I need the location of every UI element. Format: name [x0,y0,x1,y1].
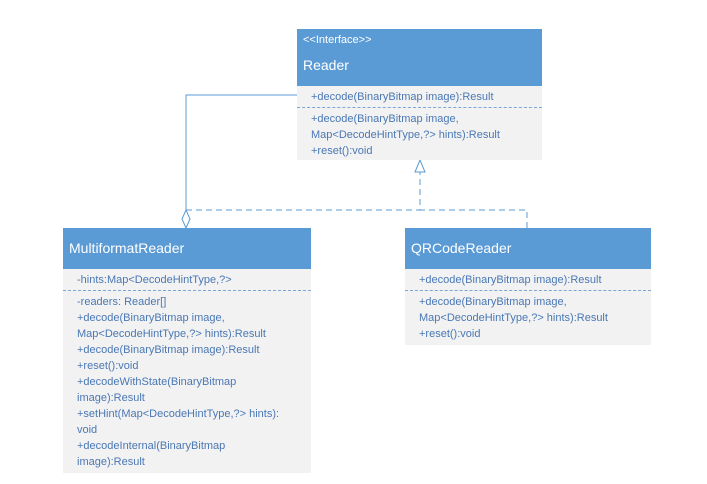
reader-attributes: +decode(BinaryBitmap image):Result [297,86,542,105]
qrcode-operations: +decode(BinaryBitmap image, Map<DecodeHi… [405,294,651,342]
reader-divider [297,107,542,108]
multiformat-op: void [77,424,98,436]
qrcode-name: QRCodeReader [411,240,512,256]
realization-line [419,172,528,228]
qrcode-op: Map<DecodeHintType,?> hints):Result [419,312,608,324]
multiformat-attributes: -hints:Map<DecodeHintType,?> [63,269,311,288]
qrcode-reader-class[interactable]: QRCodeReader +decode(BinaryBitmap image)… [405,228,651,345]
reader-operations: +decode(BinaryBitmap image, Map<DecodeHi… [297,111,542,159]
multiformat-header: MultiformatReader [63,228,311,269]
multiformat-op: +decode(BinaryBitmap image):Result [77,344,260,356]
realization-arrow-icon [414,158,426,173]
qrcode-op: +decode(BinaryBitmap image, [419,296,567,308]
multiformat-reader-class[interactable]: MultiformatReader -hints:Map<DecodeHintT… [63,228,311,473]
reader-op: +decode(BinaryBitmap image, [311,113,459,125]
reader-stereotype: <<Interface>> [303,34,372,46]
qrcode-op: +reset():void [419,328,481,340]
reader-interface[interactable]: <<Interface>> Reader +decode(BinaryBitma… [297,29,542,160]
multiformat-name: MultiformatReader [69,240,185,256]
reader-op: +reset():void [311,145,373,157]
multiformat-operations: -readers: Reader[] +decode(BinaryBitmap … [63,294,311,470]
multiformat-op: -readers: Reader[] [77,296,167,308]
multiformat-attr: -hints:Map<DecodeHintType,?> [77,274,232,286]
multiformat-op: +decodeWithState(BinaryBitmap [77,376,237,388]
reader-attr: +decode(BinaryBitmap image):Result [311,91,494,103]
multiformat-op: +decode(BinaryBitmap image, [77,312,225,324]
multiformat-op: image):Result [77,456,145,468]
qrcode-divider [405,290,651,291]
multiformat-divider [63,290,311,291]
reader-header: <<Interface>> Reader [297,29,542,86]
qrcode-attributes: +decode(BinaryBitmap image):Result [405,269,651,288]
qrcode-attr: +decode(BinaryBitmap image):Result [419,274,602,286]
reader-op: Map<DecodeHintType,?> hints):Result [311,129,500,141]
multiformat-op: Map<DecodeHintType,?> hints):Result [77,328,266,340]
multiformat-op: +reset():void [77,360,139,372]
multiformat-op: +decodeInternal(BinaryBitmap [77,440,226,452]
aggregation-diamond-icon [181,208,191,230]
reader-name: Reader [303,57,349,73]
multiformat-op: image):Result [77,392,145,404]
multiformat-op: +setHint(Map<DecodeHintType,?> hints): [77,408,280,420]
aggregation-line [185,94,297,228]
qrcode-header: QRCodeReader [405,228,651,269]
